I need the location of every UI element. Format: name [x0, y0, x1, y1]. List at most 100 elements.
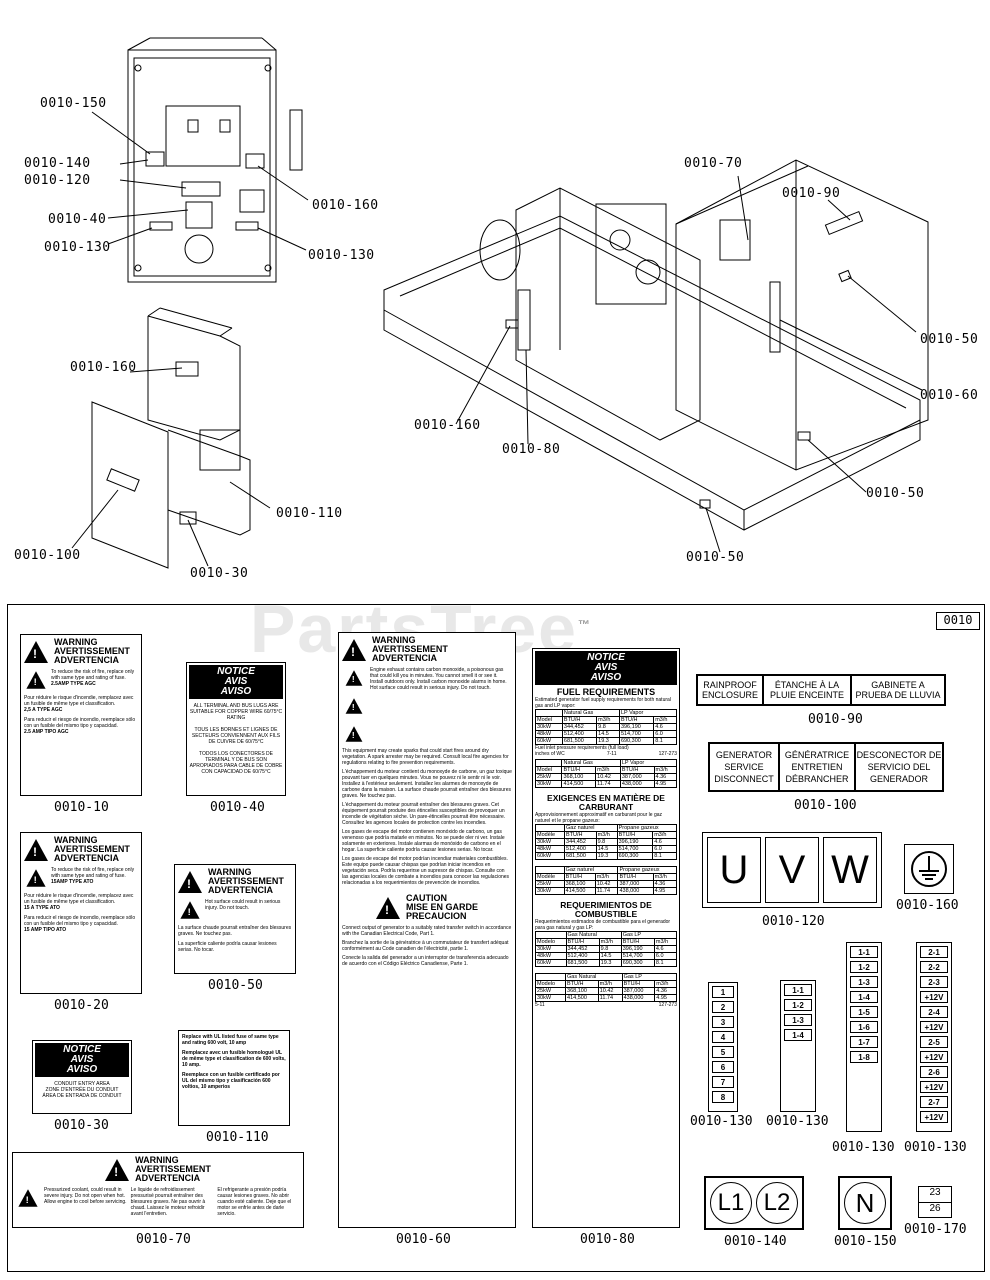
- caption-0010-90: 0010-90: [808, 712, 863, 727]
- terminal-marker: 1-8: [850, 1051, 878, 1063]
- terminal-marker: 1-6: [850, 1021, 878, 1033]
- decal-0010-100: GENERATOR SERVICE DISCONNECT GÉNÉRATRICE…: [708, 742, 944, 792]
- phase-w-label: W: [823, 837, 877, 903]
- decal-0010-160: [904, 844, 954, 894]
- fire-hazard-icon: [345, 698, 363, 714]
- terminal-marker: 2: [712, 1001, 734, 1013]
- exploded-diagram: [71, 37, 929, 569]
- terminal-marker: 2-4: [920, 1006, 948, 1018]
- caption-0010-130-d: 0010-130: [904, 1140, 967, 1155]
- caption-0010-130-b: 0010-130: [766, 1114, 829, 1129]
- terminal-marker: 2-6: [920, 1066, 948, 1078]
- terminal-marker: 7: [712, 1076, 734, 1088]
- caption-0010-60: 0010-60: [396, 1232, 451, 1247]
- terminal-marker: 1-4: [850, 991, 878, 1003]
- callout-0010-60: 0010-60: [920, 388, 979, 403]
- terminal-marker: 2-5: [920, 1036, 948, 1048]
- terminal-marker: 5: [712, 1046, 734, 1058]
- callout-0010-100: 0010-100: [14, 548, 81, 563]
- caption-0010-130-c: 0010-130: [832, 1140, 895, 1155]
- warning-triangle-icon: [105, 1158, 130, 1181]
- caption-0010-160: 0010-160: [896, 898, 959, 913]
- terminal-marker: 6: [712, 1061, 734, 1073]
- warning-triangle-icon: [24, 640, 48, 663]
- terminal-marker: 1-5: [850, 1006, 878, 1018]
- caption-0010-110: 0010-110: [206, 1130, 269, 1145]
- terminal-marker: 2-1: [920, 946, 948, 958]
- callout-0010-50-c: 0010-50: [686, 550, 745, 565]
- terminal-marker: +12V: [920, 1051, 948, 1063]
- caption-0010-170: 0010-170: [904, 1222, 967, 1237]
- decal-0010-110: Replace with UL listed fuse of same type…: [178, 1030, 290, 1126]
- line-l2-label: L2: [756, 1182, 798, 1224]
- caption-0010-10: 0010-10: [54, 800, 109, 815]
- neutral-label: N: [844, 1182, 886, 1224]
- terminal-marker: 2-2: [920, 961, 948, 973]
- panel-tag: 0010: [936, 612, 980, 630]
- terminal-marker: 3: [712, 1016, 734, 1028]
- caption-0010-150: 0010-150: [834, 1234, 897, 1249]
- terminal-marker: 2-7: [920, 1096, 948, 1108]
- terminal-marker: 1: [712, 986, 734, 998]
- decal-0010-140: L1 L2: [704, 1176, 804, 1230]
- terminal-marker: 1-3: [850, 976, 878, 988]
- caption-0010-40: 0010-40: [210, 800, 265, 815]
- caution-triangle-icon: [375, 896, 400, 919]
- callout-0010-140: 0010-140: [24, 156, 91, 171]
- terminal-marker: 2-3: [920, 976, 948, 988]
- caption-0010-80: 0010-80: [580, 1232, 635, 1247]
- phase-u-label: U: [707, 837, 761, 903]
- warning-triangle-icon: [342, 638, 366, 661]
- decal-kit-panel: [7, 604, 985, 1272]
- terminal-marker: 1-7: [850, 1036, 878, 1048]
- callout-0010-80: 0010-80: [502, 442, 561, 457]
- caption-0010-100: 0010-100: [794, 798, 857, 813]
- terminal-marker: 1-3: [784, 1014, 812, 1026]
- warning-triangle-icon: [24, 838, 48, 861]
- callout-0010-130-b: 0010-130: [308, 248, 375, 263]
- decal-0010-150: N: [838, 1176, 892, 1230]
- terminal-marker: 1-2: [784, 999, 812, 1011]
- decal-0010-120: U V W: [702, 832, 882, 908]
- callout-0010-160-c: 0010-160: [70, 360, 137, 375]
- callout-0010-40: 0010-40: [48, 212, 107, 227]
- terminal-marker: 1-1: [784, 984, 812, 996]
- terminal-marker: 1-1: [850, 946, 878, 958]
- callout-0010-90: 0010-90: [782, 186, 841, 201]
- junction-box-drawing: [71, 307, 271, 569]
- phase-v-label: V: [765, 837, 819, 903]
- callout-0010-120: 0010-120: [24, 173, 91, 188]
- callout-0010-150: 0010-150: [40, 96, 107, 111]
- warning-triangle-icon: [178, 870, 202, 893]
- callout-0010-160-a: 0010-160: [312, 198, 379, 213]
